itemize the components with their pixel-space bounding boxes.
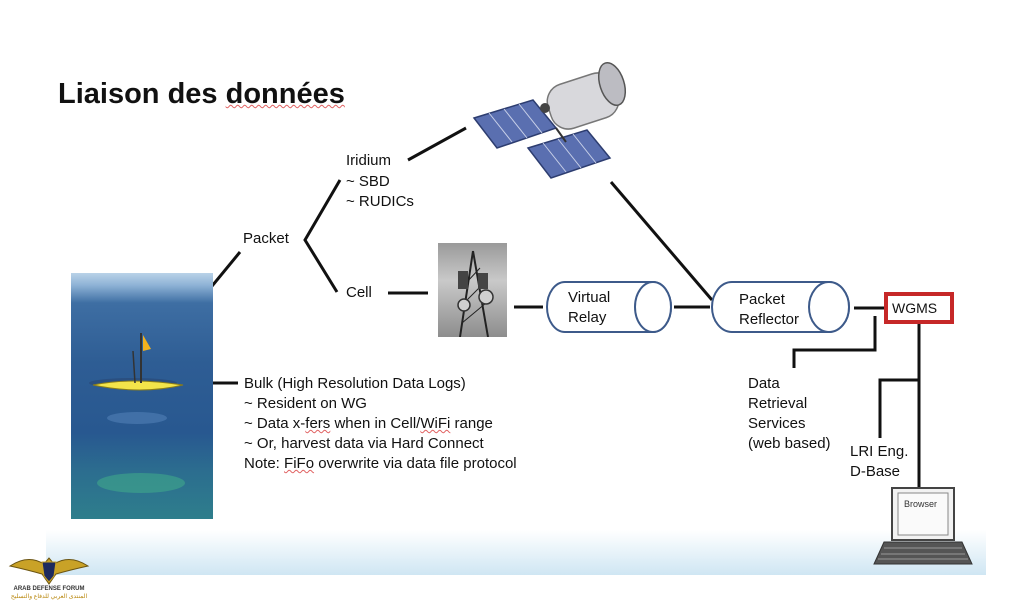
iridium-sbd: ~ SBD: [346, 173, 390, 190]
eagle-emblem-icon: [8, 557, 90, 585]
packet-reflector-cylinder: [711, 281, 850, 333]
wgms-box: [884, 292, 954, 324]
packet-reflector-line1: Packet: [739, 291, 785, 308]
bulk-line3-e: range: [450, 415, 493, 432]
satellite-icon: [472, 62, 627, 179]
lri-line2: D-Base: [850, 463, 901, 480]
lri-line1: LRI Eng.: [850, 443, 909, 460]
bulk-line2: ~ Resident on WG: [244, 395, 367, 412]
wave-glider-icon: [89, 333, 185, 493]
laptop-icon: [873, 487, 973, 565]
watermark-text-1: ARAB DEFENSE FORUM: [13, 586, 85, 592]
watermark-text-2: المنتدى العربي للدفاع والتسليح: [10, 594, 88, 600]
packet-label: Packet: [243, 230, 289, 247]
wave-glider-photo: [71, 273, 213, 519]
packet-reflector-line2: Reflector: [739, 311, 800, 328]
bulk-line5-b: FiFo: [284, 455, 315, 472]
data-retrieval-line3: Services: [748, 415, 806, 432]
bulk-line3: ~ Data x-fers when in Cell/WiFi range: [244, 414, 493, 434]
bulk-line3-d: WiFi: [420, 415, 451, 432]
bulk-line3-b: fers: [305, 415, 331, 432]
iridium-title: Iridium: [346, 152, 392, 169]
title-word: données: [225, 78, 345, 110]
bulk-line3-c: when in Cell/: [330, 415, 421, 432]
slide-title: Liaison des données: [58, 78, 345, 111]
bulk-line5-c: overwrite via data file protocol: [314, 455, 517, 472]
watermark-logo: ARAB DEFENSE FORUM المنتدى العربي للدفاع…: [6, 548, 92, 604]
bulk-line3-a: ~ Data x-: [244, 415, 306, 432]
cell-tower-icon: [457, 250, 494, 338]
cell-label: Cell: [346, 284, 372, 301]
title-prefix: Liaison des: [58, 78, 226, 110]
data-retrieval-line2: Retrieval: [748, 395, 808, 412]
bulk-line5-a: Note:: [244, 455, 285, 472]
virtual-relay-cylinder: [546, 281, 672, 333]
slide-bottom-gradient: [46, 530, 986, 575]
virtual-relay-line2: Relay: [568, 309, 607, 326]
cell-tower-photo: [438, 243, 507, 338]
data-retrieval-line4: (web based): [748, 435, 831, 452]
data-retrieval-line1: Data: [748, 375, 780, 392]
iridium-rudics: ~ RUDICs: [346, 193, 414, 210]
bulk-line4: ~ Or, harvest data via Hard Connect: [244, 435, 484, 452]
bulk-line5: Note: FiFo overwrite via data file proto…: [244, 454, 517, 474]
virtual-relay-line1: Virtual: [568, 289, 611, 306]
bulk-line1: Bulk (High Resolution Data Logs): [244, 375, 466, 392]
wgms-label: WGMS: [892, 300, 938, 316]
browser-label: Browser: [904, 499, 938, 509]
